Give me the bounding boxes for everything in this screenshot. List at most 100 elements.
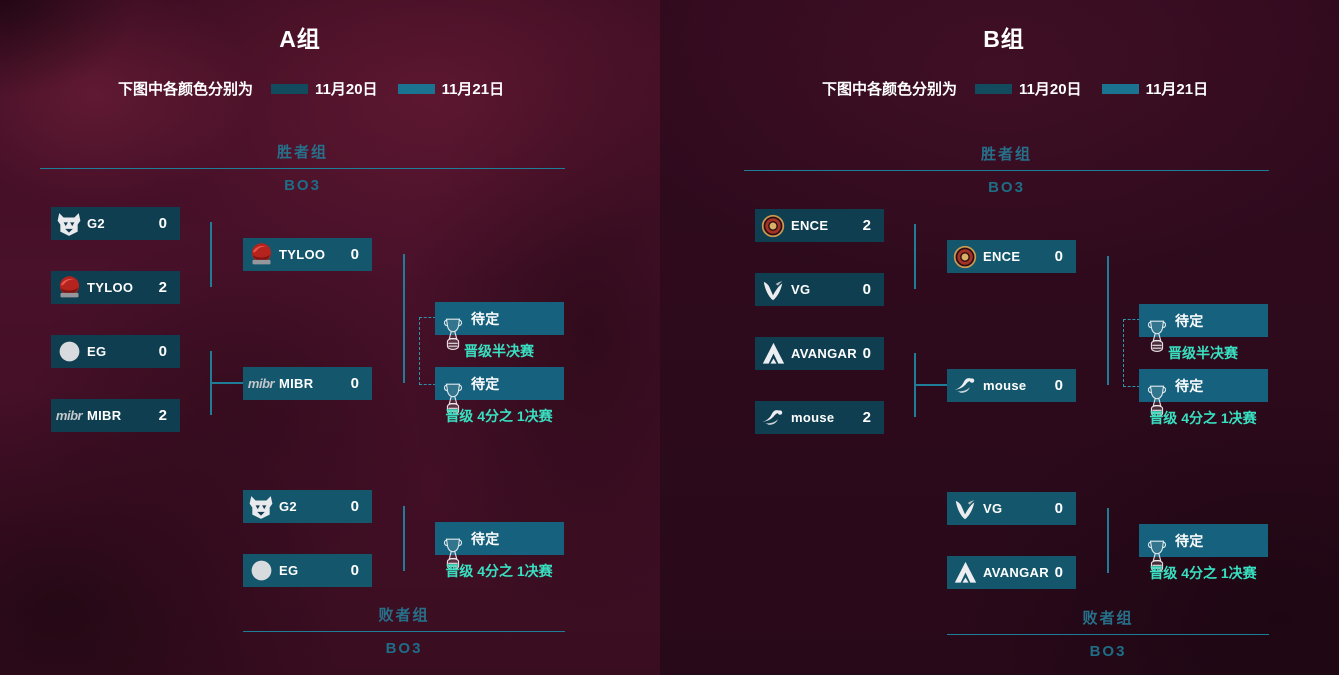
- bracket-connector: [1107, 508, 1109, 573]
- team-name: mouse: [791, 410, 835, 425]
- mouse-logo: [947, 373, 983, 399]
- team-name: AVANGAR: [983, 565, 1049, 580]
- match-row: AVANGAR 0: [755, 337, 884, 370]
- avangar-logo: [755, 340, 791, 367]
- team-score: 0: [862, 345, 871, 362]
- mibr-logo: mibr: [247, 376, 275, 391]
- team-name: TYLOO: [279, 247, 326, 262]
- mibr-logo: mibr: [55, 408, 83, 423]
- match-row: mouse 0: [947, 369, 1076, 402]
- tbd-slot: 待定: [1139, 369, 1268, 402]
- team-score: 0: [1054, 564, 1063, 581]
- date2-label: 11月21日: [1145, 81, 1209, 98]
- team-name: ENCE: [983, 249, 1021, 264]
- team-name: MIBR: [87, 408, 122, 423]
- vg-logo: [755, 277, 791, 303]
- team-score: 0: [350, 498, 359, 515]
- team-score: 0: [350, 246, 359, 263]
- legend-label: 下图中各颜色分别为: [822, 81, 958, 98]
- match-row: VG 0: [947, 492, 1076, 525]
- avangar-logo: [947, 559, 983, 586]
- team-score: 2: [862, 409, 871, 426]
- ence-logo: [947, 244, 983, 270]
- advance-quarterfinal-caption: 晋级 4分之 1决赛: [1149, 565, 1257, 581]
- bracket-connector: [210, 222, 212, 287]
- team-name: EG: [279, 563, 299, 578]
- group-a-bracket: A组 下图中各颜色分别为 11月20日 11月21日 胜者组 BO3 G2 0: [0, 0, 635, 675]
- date1-color-swatch: [271, 83, 309, 94]
- team-score: 0: [350, 375, 359, 392]
- winners-label: 胜者组: [980, 146, 1032, 163]
- team-name: mouse: [983, 378, 1027, 393]
- tbd-slot: 待定: [435, 367, 564, 400]
- tbd-label: 待定: [471, 375, 500, 392]
- eg-logo: [51, 339, 87, 364]
- tbd-label: 待定: [1175, 377, 1204, 394]
- tyloo-logo: [51, 274, 87, 301]
- losers-format: BO3: [385, 640, 423, 657]
- advance-quarterfinal-caption: 晋级 4分之 1决赛: [445, 408, 553, 424]
- winners-label: 胜者组: [276, 144, 328, 161]
- color-legend: 下图中各颜色分别为 11月20日 11月21日: [822, 78, 1208, 99]
- tbd-slot: 待定: [435, 522, 564, 555]
- match-row: TYLOO 0: [243, 238, 372, 271]
- match-row: mouse 2: [755, 401, 884, 434]
- team-score: 0: [158, 343, 167, 360]
- team-score: 2: [862, 217, 871, 234]
- team-score: 0: [1054, 500, 1063, 517]
- team-name: ENCE: [791, 218, 829, 233]
- losers-section-header: 败者组 BO3: [243, 604, 565, 657]
- section-divider: [744, 170, 1269, 171]
- color-legend: 下图中各颜色分别为 11月20日 11月21日: [118, 78, 504, 99]
- g2-logo: [243, 494, 279, 520]
- match-row: VG 0: [755, 273, 884, 306]
- match-row: EG 0: [51, 335, 180, 368]
- bracket-connector: [914, 224, 916, 289]
- match-row: mibr MIBR 2: [51, 399, 180, 432]
- team-score: 0: [1054, 377, 1063, 394]
- bracket-connector: [403, 506, 405, 571]
- match-row: EG 0: [243, 554, 372, 587]
- advance-quarterfinal-caption: 晋级 4分之 1决赛: [1149, 410, 1257, 426]
- advance-semifinal-caption: 晋级半决赛: [1168, 345, 1238, 361]
- tbd-label: 待定: [471, 310, 500, 327]
- date1-color-swatch: [975, 83, 1013, 94]
- team-name: EG: [87, 344, 107, 359]
- losers-format: BO3: [1089, 643, 1127, 660]
- date1-label: 11月20日: [315, 81, 378, 98]
- date2-color-swatch: [1101, 83, 1139, 94]
- advance-quarterfinal-caption: 晋级 4分之 1决赛: [445, 563, 553, 579]
- mouse-logo: [755, 405, 791, 431]
- legend-label: 下图中各颜色分别为: [118, 81, 254, 98]
- bracket-connector-dashed: [1123, 319, 1140, 387]
- date1-label: 11月20日: [1019, 81, 1082, 98]
- winners-format: BO3: [988, 179, 1025, 196]
- group-b-title: B组: [983, 26, 1025, 52]
- tyloo-logo: [243, 241, 279, 268]
- bracket-connector-dashed: [419, 317, 436, 385]
- losers-label: 败者组: [1082, 610, 1134, 627]
- team-score: 0: [158, 215, 167, 232]
- team-name: TYLOO: [87, 280, 134, 295]
- section-divider: [243, 631, 565, 632]
- team-score: 2: [158, 279, 167, 296]
- team-name: MIBR: [279, 376, 314, 391]
- losers-section-header: 败者组 BO3: [947, 607, 1269, 660]
- team-score: 2: [158, 407, 167, 424]
- bracket-connector: [1107, 256, 1109, 385]
- match-row: TYLOO 2: [51, 271, 180, 304]
- bracket-connector: [914, 384, 947, 386]
- match-row: G2 0: [243, 490, 372, 523]
- losers-label: 败者组: [378, 607, 430, 624]
- match-row: mibr MIBR 0: [243, 367, 372, 400]
- winners-section-header: 胜者组 BO3: [744, 143, 1269, 196]
- group-a-title: A组: [279, 26, 321, 52]
- bracket-connector: [210, 382, 243, 384]
- team-score: 0: [862, 281, 871, 298]
- tbd-label: 待定: [471, 530, 500, 547]
- bracket-connector: [403, 254, 405, 383]
- team-name: G2: [87, 216, 105, 231]
- eg-logo: [243, 558, 279, 583]
- match-row: AVANGAR 0: [947, 556, 1076, 589]
